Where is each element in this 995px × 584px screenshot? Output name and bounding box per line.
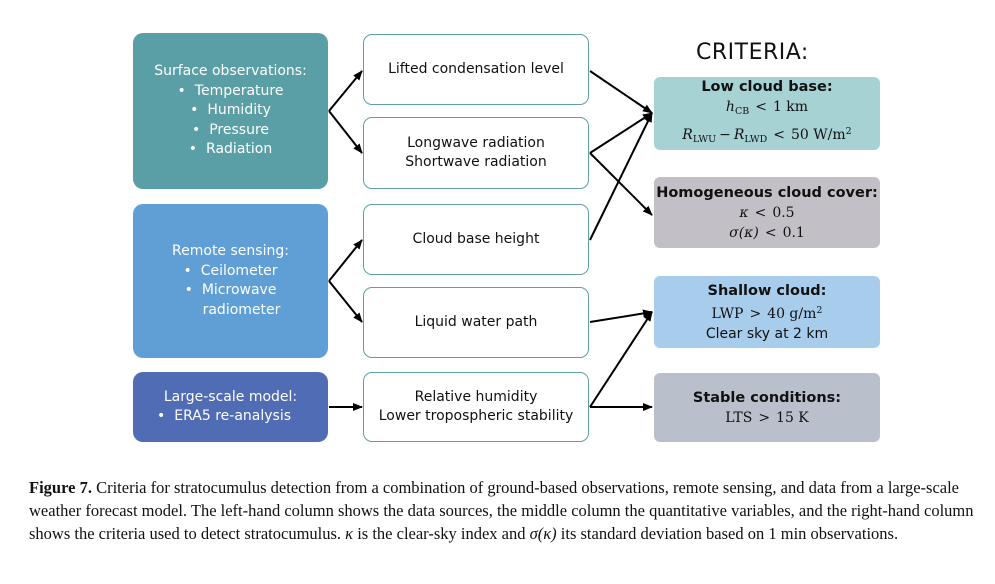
caption-text: is the clear-sky index and bbox=[357, 524, 526, 543]
math-val: 50 W/m bbox=[791, 127, 846, 143]
math-minus: − bbox=[719, 127, 731, 143]
math-op: < bbox=[773, 127, 785, 143]
math-op: > bbox=[758, 409, 771, 426]
arrow-lcl-to-low bbox=[589, 70, 653, 114]
source-items: Ceilometer Microwave bbox=[133, 262, 328, 301]
math-var: h bbox=[725, 99, 735, 115]
arrow-surface-to-radiation bbox=[328, 110, 363, 154]
source-title: Remote sensing: bbox=[172, 243, 289, 259]
caption-sigma: σ(κ) bbox=[529, 524, 557, 543]
arrow-radiation-to-homog bbox=[589, 152, 653, 216]
criterion-line: LWP >40 g/m2 bbox=[654, 301, 880, 324]
source-surface-observations: Surface observations: Temperature Humidi… bbox=[133, 33, 328, 189]
math-var: LWP bbox=[711, 305, 744, 322]
criteria-heading: CRITERIA: bbox=[696, 40, 809, 65]
variable-label: Relative humidity bbox=[414, 388, 538, 405]
variable-rh-lts: Relative humidity Lower tropospheric sta… bbox=[363, 372, 589, 442]
arrow-lwp-to-shallow bbox=[589, 309, 653, 323]
math-sub: LWU bbox=[692, 134, 717, 145]
criterion-stable-conditions: Stable conditions: LTS >15 K bbox=[654, 373, 880, 442]
caption-text: its standard deviation based on 1 min ob… bbox=[560, 524, 899, 543]
variable-label: Shortwave radiation bbox=[405, 154, 547, 170]
criterion-line: κ <0.5 bbox=[654, 203, 880, 223]
math-val: 15 K bbox=[776, 409, 809, 426]
criterion-line: hCB <1 km bbox=[654, 97, 880, 122]
math-op: < bbox=[764, 224, 777, 241]
math-sup: 2 bbox=[845, 126, 852, 137]
math-op: < bbox=[754, 204, 767, 221]
source-title: Large-scale model: bbox=[163, 388, 298, 405]
source-items: Temperature Humidity Pressure Radiation bbox=[133, 82, 328, 160]
math-op: > bbox=[749, 305, 762, 322]
variable-label: Longwave radiation bbox=[407, 134, 545, 151]
source-item: Humidity bbox=[133, 101, 328, 121]
source-title: Surface observations: bbox=[154, 63, 307, 80]
math-var: σ(κ) bbox=[729, 224, 759, 241]
criterion-title: Homogeneous cloud cover: bbox=[656, 184, 878, 201]
criterion-low-cloud-base: Low cloud base: hCB<1 km RLWU−RLWD<50 W/… bbox=[654, 77, 880, 150]
variable-label: Cloud base height bbox=[412, 230, 540, 247]
math-val: 40 g/m bbox=[767, 305, 817, 322]
criterion-title: Shallow cloud: bbox=[707, 282, 827, 299]
variable-lcl: Lifted condensation level bbox=[363, 34, 589, 105]
arrow-surface-to-lcl bbox=[328, 70, 363, 112]
source-item: ERA5 re-analysis bbox=[133, 407, 328, 427]
source-item-continuation: radiometer bbox=[202, 301, 281, 318]
math-op: < bbox=[755, 99, 767, 115]
arrow-radiation-to-low bbox=[589, 112, 653, 154]
source-items: ERA5 re-analysis bbox=[133, 407, 328, 427]
source-item: Microwave bbox=[133, 281, 328, 301]
criterion-line: σ(κ) <0.1 bbox=[654, 223, 880, 243]
arrow-layer bbox=[328, 70, 653, 411]
arrow-remote-to-lwp bbox=[328, 280, 363, 323]
source-item: Ceilometer bbox=[133, 262, 328, 282]
criterion-shallow-cloud: Shallow cloud: LWP >40 g/m2 Clear sky at … bbox=[654, 276, 880, 348]
caption-label: Figure 7. bbox=[29, 478, 92, 497]
math-var: κ bbox=[739, 204, 749, 221]
math-var: LTS bbox=[725, 409, 753, 426]
math-val: 1 km bbox=[772, 99, 809, 115]
criterion-title: Stable conditions: bbox=[692, 389, 842, 406]
source-remote-sensing: Remote sensing: Ceilometer Microwave rad… bbox=[133, 204, 328, 358]
source-item: Temperature bbox=[133, 82, 328, 102]
source-large-scale-model: Large-scale model: ERA5 re-analysis bbox=[133, 372, 328, 442]
criterion-line: Clear sky at 2 km bbox=[705, 325, 829, 342]
math-val: 0.1 bbox=[782, 224, 805, 241]
math-val: 0.5 bbox=[772, 204, 795, 221]
arrow-rh-to-shallow bbox=[589, 311, 653, 408]
criterion-title: Low cloud base: bbox=[701, 79, 833, 95]
variable-radiation: Longwave radiation Shortwave radiation bbox=[363, 117, 589, 189]
figure-caption: Figure 7. Criteria for stratocumulus det… bbox=[29, 476, 974, 545]
caption-text: Criteria for stratocumulus detection fro… bbox=[29, 478, 974, 543]
variable-label: Lower tropospheric stability bbox=[378, 408, 574, 424]
variable-cloud-base-height: Cloud base height bbox=[363, 204, 589, 275]
criterion-line: LTS >15 K bbox=[654, 408, 880, 428]
math-var: R bbox=[682, 127, 693, 143]
math-sup: 2 bbox=[816, 304, 823, 316]
math-sub: LWD bbox=[744, 134, 768, 145]
variable-label: Liquid water path bbox=[414, 313, 538, 330]
arrow-remote-to-cbh bbox=[328, 239, 363, 282]
variable-liquid-water-path: Liquid water path bbox=[363, 287, 589, 358]
math-sub: CB bbox=[734, 106, 750, 117]
caption-kappa: κ bbox=[345, 524, 354, 543]
criterion-homogeneous-cover: Homogeneous cloud cover: κ <0.5 σ(κ) <0.1 bbox=[654, 177, 880, 248]
math-var: R bbox=[733, 127, 745, 143]
source-item: Pressure bbox=[133, 121, 328, 141]
source-item: Radiation bbox=[133, 140, 328, 160]
criterion-line: RLWU−RLWD<50 W/m2 bbox=[654, 122, 880, 150]
variable-label: Lifted condensation level bbox=[388, 60, 564, 77]
arrow-cbh-to-low bbox=[589, 112, 653, 241]
